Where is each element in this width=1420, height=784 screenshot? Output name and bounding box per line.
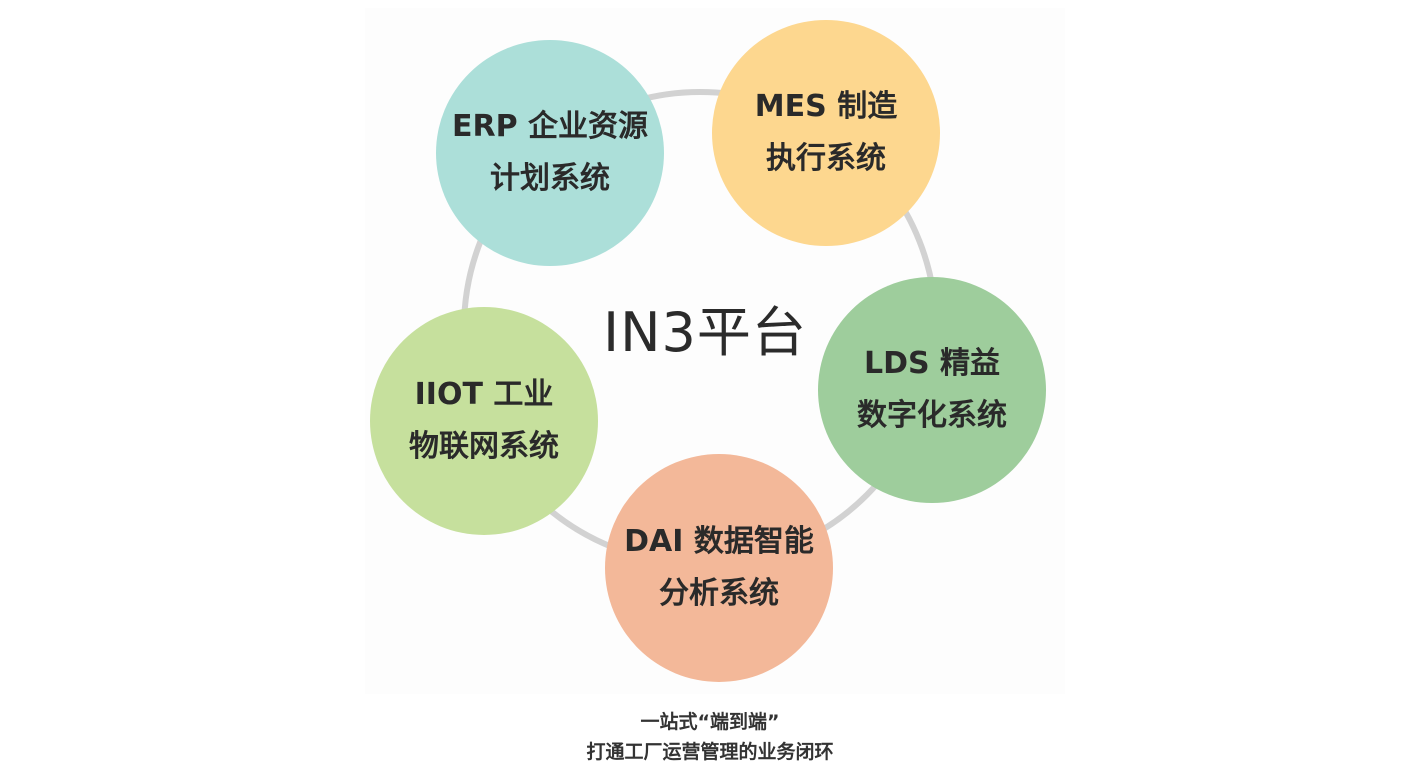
node-iiot: IIOT 工业 物联网系统 bbox=[370, 307, 598, 535]
node-iiot-line1: IIOT 工业 bbox=[414, 377, 554, 412]
node-erp: ERP 企业资源 计划系统 bbox=[436, 40, 664, 266]
center-platform-title: IN3平台 bbox=[603, 301, 807, 364]
node-mes: MES 制造 执行系统 bbox=[712, 20, 940, 246]
caption-line-2: 打通工厂运营管理的业务闭环 bbox=[586, 741, 834, 763]
node-mes-line2: 执行系统 bbox=[766, 141, 886, 176]
node-dai-line2: 分析系统 bbox=[659, 576, 779, 611]
node-dai: DAI 数据智能 分析系统 bbox=[605, 454, 833, 682]
caption-line-1: 一站式“端到端” bbox=[640, 711, 780, 733]
node-mes-line1: MES 制造 bbox=[754, 89, 898, 124]
node-iiot-line2: 物联网系统 bbox=[409, 429, 559, 464]
node-lds: LDS 精益 数字化系统 bbox=[818, 277, 1046, 503]
node-lds-line1: LDS 精益 bbox=[863, 346, 1001, 381]
node-dai-line1: DAI 数据智能 bbox=[624, 524, 814, 559]
node-erp-line2: 计划系统 bbox=[490, 161, 610, 196]
node-erp-line1: ERP 企业资源 bbox=[451, 109, 649, 144]
node-lds-line2: 数字化系统 bbox=[857, 398, 1007, 433]
